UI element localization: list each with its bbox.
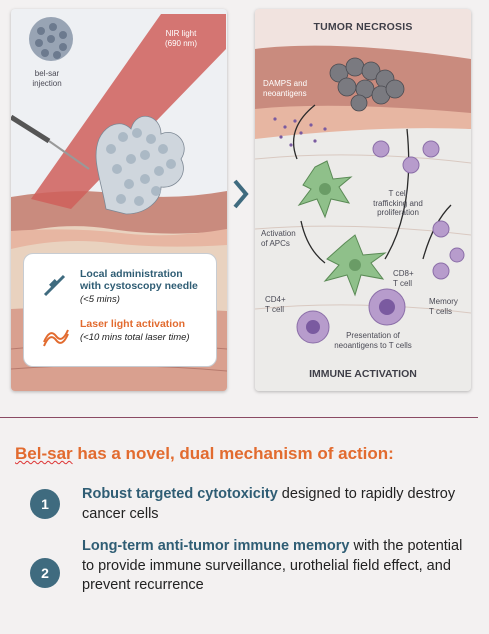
presentation-label: Presentation of neoantigens to T cells [334,331,412,350]
nanoparticle-icon [29,17,73,61]
trafficking-label: T cell trafficking and proliferation [373,189,423,217]
chevron-right-icon [233,179,249,209]
immune-activation-title: IMMUNE ACTIVATION [309,368,417,380]
point-1-bold: Robust targeted cytotoxicity [82,486,278,502]
cd8-label: CD8+ T cell [393,269,414,288]
bladder-illustration [11,14,227,391]
mechanism-headline: Bel-sar has a novel, dual mechanism of a… [15,444,394,464]
tumor-necrosis-title: TUMOR NECROSIS [313,21,413,33]
point-2-bold: Long-term anti-tumor immune memory [82,538,350,554]
item2-subtitle: (<10 mins total laser time) [80,332,190,343]
point-1-text: Robust targeted cytotoxicity designed to… [82,485,472,524]
cystoscopy-needle-icon [11,114,90,170]
point-2-number: 2 [30,558,60,588]
item1-title: Local administration with cystoscopy nee… [80,268,198,292]
needle-icon [43,274,66,297]
administration-panel: NIR light (690 nm) bel-sar injection Loc… [11,9,227,391]
immune-mechanism-panel: TUMOR NECROSIS DAMPS and neoantigens T c… [255,9,471,391]
damps-label: DAMPS and neoantigens [263,79,308,98]
point-1-number: 1 [30,489,60,519]
procedure-info-box: Local administration with cystoscopy nee… [23,253,217,367]
section-divider [0,417,478,418]
apc-activation-label: Activation of APCs [261,229,296,248]
cd4-label: CD4+ T cell [265,295,286,314]
item2-title: Laser light activation [80,318,186,330]
immune-cycle-illustration [255,9,471,391]
memory-tcells-label: Memory T cells [429,297,458,316]
point-1-rest: designed to rapidly destroy cancer cells [82,486,456,522]
point-2-text: Long-term anti-tumor immune memory with … [82,537,472,596]
brand-name: Bel-sar [15,444,73,463]
headline-text: has a novel, dual mechanism of action: [72,444,394,463]
nir-light-label: NIR light (690 nm) [164,29,197,48]
light-waves-icon [43,329,69,347]
belsar-injection-label: bel-sar injection [32,69,62,88]
point-2-rest: with the potential to provide immune sur… [82,538,463,593]
item1-subtitle: (<5 mins) [80,294,120,305]
